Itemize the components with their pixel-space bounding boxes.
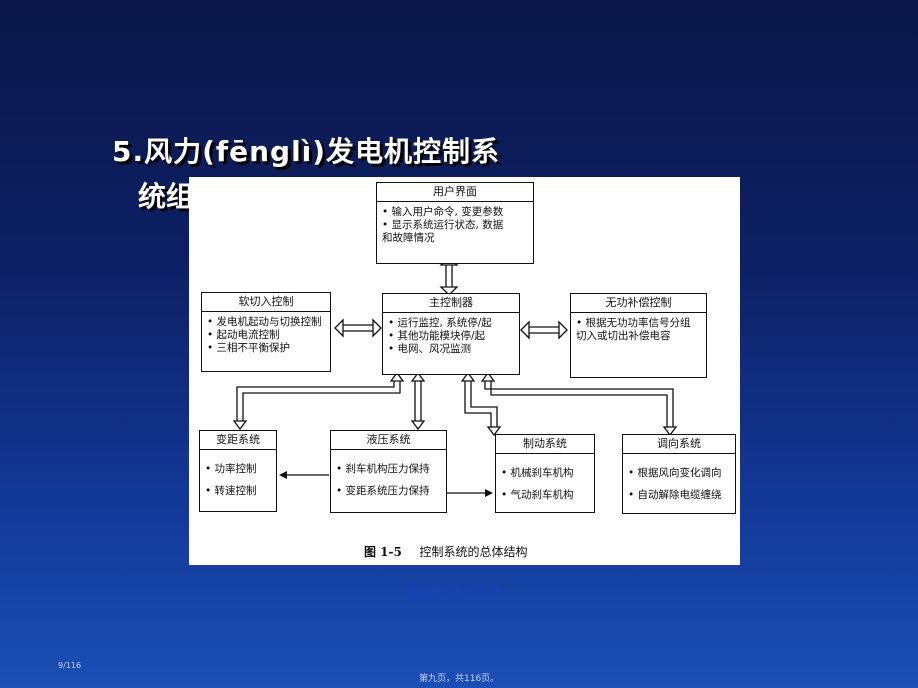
yaw-system-line-2: • 自动解除电缆缠绕	[628, 489, 722, 501]
corner-page-number: 9/116	[58, 661, 82, 670]
pitch-system-line-1: • 功率控制	[205, 463, 257, 475]
user-interface-box: 用户界面 • 输入用户命令, 变更参数 • 显示系统运行状态, 数据 和故障情况	[376, 182, 534, 264]
yaw-system-box: 调向系统 • 根据风向变化调向 • 自动解除电缆缠绕	[622, 434, 736, 514]
figure-caption-number: 图 1-5	[364, 545, 402, 559]
user-interface-line-1: • 输入用户命令, 变更参数	[382, 206, 504, 218]
user-interface-line-3: 和故障情况	[382, 232, 435, 244]
hydraulic-system-box: 液压系统 • 刹车机构压力保持 • 变距系统压力保持	[330, 430, 447, 513]
figure-caption: 图 1-5 控制系统的总体结构	[364, 543, 528, 560]
soft-cut-in-box: 软切入控制 • 发电机起动与切换控制 • 起动电流控制 • 三相不平衡保护	[201, 292, 331, 372]
main-controller-line-2: • 其他功能模块停/起	[388, 330, 486, 342]
brake-system-line-1: • 机械刹车机构	[501, 467, 574, 479]
soft-cut-in-line-3: • 三相不平衡保护	[207, 342, 291, 354]
brake-system-title: 制动系统	[496, 435, 594, 454]
yaw-system-title: 调向系统	[623, 435, 735, 454]
slide-title: 5.风力(fēnglì)发电机控制系	[112, 135, 501, 168]
reactive-compensation-title: 无功补偿控制	[571, 294, 706, 313]
user-interface-line-2: • 显示系统运行状态, 数据	[382, 219, 504, 231]
arrow-main-yaw	[480, 371, 678, 437]
slide-title-continuation: 统组	[138, 180, 195, 213]
hydraulic-system-title: 液压系统	[331, 431, 446, 450]
arrow-main-brake	[460, 371, 502, 437]
page-indicator: 第9页/共115页	[406, 586, 503, 602]
arrow-main-hydraulic	[410, 371, 426, 431]
arrow-main-pitch	[232, 371, 405, 431]
soft-cut-in-line-2: • 起动电流控制	[207, 329, 280, 341]
reactive-compensation-line-2: 切入或切出补偿电容	[576, 330, 671, 342]
arrow-softcut-main	[334, 318, 382, 338]
soft-cut-in-title: 软切入控制	[202, 293, 330, 312]
main-controller-title: 主控制器	[383, 294, 519, 313]
pitch-system-box: 变距系统 • 功率控制 • 转速控制	[199, 430, 277, 512]
pitch-system-line-2: • 转速控制	[205, 485, 257, 497]
hydraulic-system-line-1: • 刹车机构压力保持	[336, 463, 430, 475]
pitch-system-title: 变距系统	[200, 431, 276, 450]
control-system-diagram: 用户界面 • 输入用户命令, 变更参数 • 显示系统运行状态, 数据 和故障情况…	[189, 177, 740, 565]
arrow-main-reactive	[520, 320, 568, 340]
soft-cut-in-line-1: • 发电机起动与切换控制	[207, 316, 322, 328]
figure-caption-text: 控制系统的总体结构	[419, 545, 528, 559]
reactive-compensation-box: 无功补偿控制 • 根据无功功率信号分组 切入或切出补偿电容	[570, 293, 707, 378]
main-controller-line-3: • 电网、风况监测	[388, 343, 472, 355]
main-controller-box: 主控制器 • 运行监控, 系统停/起 • 其他功能模块停/起 • 电网、风况监测	[382, 293, 520, 375]
brake-system-line-2: • 气动刹车机构	[501, 489, 574, 501]
user-interface-title: 用户界面	[377, 183, 533, 202]
brake-system-box: 制动系统 • 机械刹车机构 • 气动刹车机构	[495, 434, 595, 513]
footer-page-text: 第九页，共116页。	[419, 674, 500, 684]
yaw-system-line-1: • 根据风向变化调向	[628, 467, 722, 479]
hydraulic-system-line-2: • 变距系统压力保持	[336, 485, 430, 497]
main-controller-line-1: • 运行监控, 系统停/起	[388, 317, 492, 329]
reactive-compensation-line-1: • 根据无功功率信号分组	[576, 317, 691, 329]
